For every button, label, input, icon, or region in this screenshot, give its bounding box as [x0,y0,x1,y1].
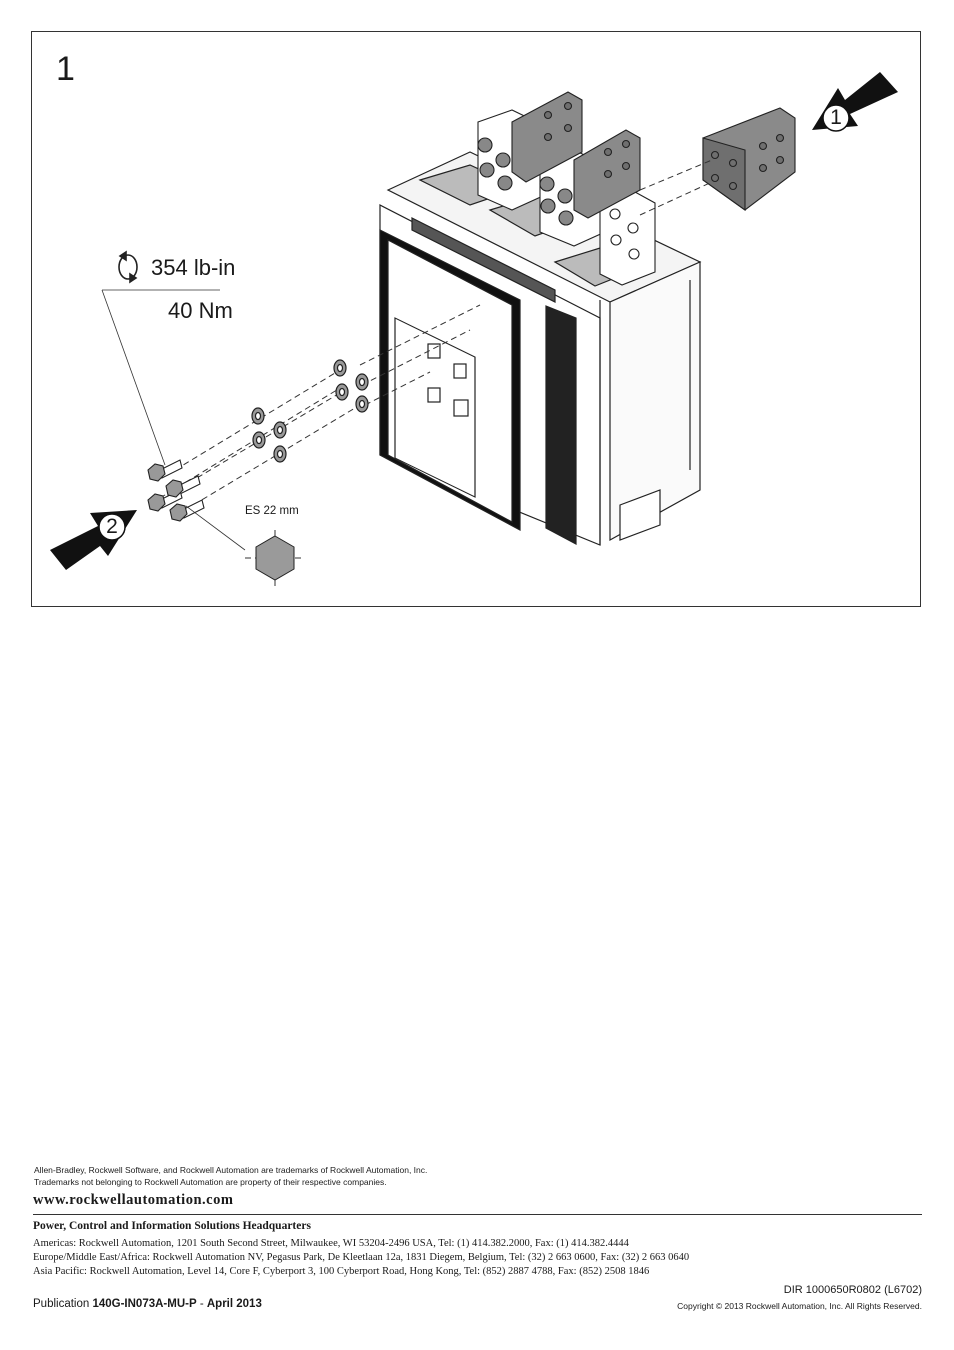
leader-line-bolt [185,505,246,551]
callout-arrow-2 [50,510,137,570]
callout-number-1: 1 [830,106,842,129]
publication-number: 140G-IN073A-MU-P [92,1298,197,1310]
publication-info: Publication 140G-IN073A-MU-P - April 201… [33,1298,262,1310]
hex-nut-icon [255,535,295,581]
footer-divider [33,1214,922,1215]
trademark-notice: Allen-Bradley, Rockwell Software, and Ro… [34,1164,427,1188]
callout-arrow-1 [812,72,898,132]
torque-metric: 40 Nm [168,298,233,323]
leader-line-torque [101,289,166,466]
step-number: 1 [56,50,75,88]
trademark-line-2: Trademarks not belonging to Rockwell Aut… [34,1177,387,1187]
address-emea: Europe/Middle East/Africa: Rockwell Auto… [33,1252,690,1263]
publication-date: April 2013 [206,1298,262,1310]
torque-imperial: 354 lb-in [151,255,236,280]
address-americas: Americas: Rockwell Automation, 1201 Sout… [33,1238,629,1249]
trademark-line-1: Allen-Bradley, Rockwell Software, and Ro… [34,1165,428,1175]
rotation-torque-icon [118,250,138,284]
circuit-breaker [379,151,702,546]
washers [251,359,369,463]
dir-number: DIR 1000650R0802 (L6702) [783,1284,922,1296]
figure-frame: 1 [31,31,921,607]
address-asia: Asia Pacific: Rockwell Automation, Level… [33,1266,650,1277]
copyright-notice: Copyright © 2013 Rockwell Automation, In… [677,1301,922,1311]
callout-number-2: 2 [106,515,118,538]
website-url: www.rockwellautomation.com [33,1192,234,1208]
publication-separator: - [196,1298,207,1310]
bus-bars [511,91,796,219]
publication-prefix: Publication [33,1298,93,1310]
wrench-size-label: ES 22 mm [245,505,299,517]
bolts [147,459,205,522]
hq-title: Power, Control and Information Solutions… [33,1220,311,1232]
